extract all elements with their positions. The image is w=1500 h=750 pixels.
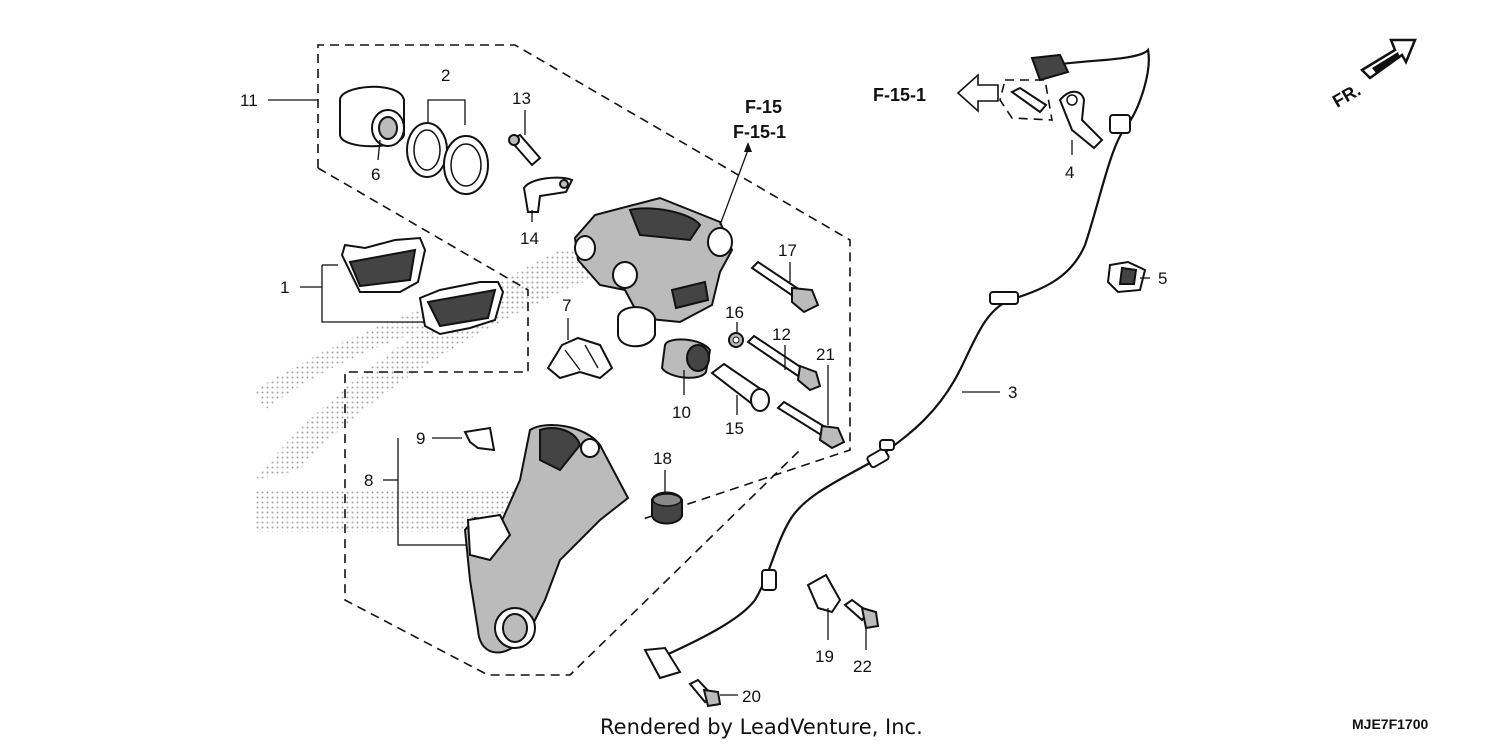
reference-f-15: F-15	[745, 97, 782, 117]
leader-lines	[377, 110, 1150, 696]
bleeder-cap	[522, 176, 574, 213]
bolt-20	[688, 678, 722, 708]
piston-seals	[406, 122, 489, 195]
pin-boot	[660, 338, 712, 379]
harness-clamp	[1106, 260, 1147, 294]
bleeder-screw	[508, 133, 542, 167]
callout-6: 6	[371, 165, 380, 184]
caliper-bolt-17	[750, 260, 820, 314]
callout-21: 21	[816, 345, 835, 364]
brake-pads	[340, 236, 505, 336]
callout-10: 10	[672, 403, 691, 422]
callout-1: 1	[280, 278, 289, 297]
callout-2: 2	[441, 66, 450, 85]
callout-20: 20	[742, 687, 761, 706]
speed-sensor-harness	[643, 47, 1150, 680]
caliper-bracket	[463, 424, 630, 654]
callout-19: 19	[815, 647, 834, 666]
callout-13: 13	[512, 89, 531, 108]
pad-retainer	[463, 426, 496, 452]
washer	[728, 332, 744, 348]
callout-7: 7	[562, 296, 571, 315]
caliper-bolt-21	[776, 400, 846, 450]
callout-12: 12	[772, 325, 791, 344]
front-direction-label: FR.	[1329, 80, 1364, 112]
callout-5: 5	[1158, 269, 1167, 288]
callout-14: 14	[520, 229, 539, 248]
callout-9: 9	[416, 429, 425, 448]
reference-arrow-f-15-1	[956, 73, 999, 113]
callout-17: 17	[778, 241, 797, 260]
callout-11: 11	[240, 91, 258, 110]
render-credit: Rendered by LeadVenture, Inc.	[600, 715, 923, 739]
reference-f-15-1-caliper: F-15-1	[733, 122, 786, 142]
callout-15: 15	[725, 419, 744, 438]
diagram-code: MJE7F1700	[1352, 716, 1428, 732]
callout-18: 18	[653, 449, 672, 468]
reference-f-15-1-sensor: F-15-1	[873, 85, 926, 105]
slide-pin	[746, 334, 822, 392]
callout-4: 4	[1065, 163, 1074, 182]
collar	[710, 362, 770, 412]
caliper-body	[573, 196, 734, 348]
callout-22: 22	[853, 657, 872, 676]
pad-spring	[546, 336, 614, 380]
bolt-22	[843, 598, 880, 630]
bracket-rubber	[651, 491, 683, 525]
callout-numbers: 1 2 3 4 5 6 7 8 9 10 11 12 13 14 15 16 1…	[240, 66, 1167, 706]
front-direction-arrow-icon	[1359, 38, 1417, 80]
callout-3: 3	[1008, 383, 1017, 402]
callout-16: 16	[725, 303, 744, 322]
group-brackets	[268, 99, 470, 546]
clamp-stay	[806, 573, 842, 614]
sensor-stay	[999, 79, 1104, 150]
caliper-assembly-outline	[317, 44, 851, 676]
callout-8: 8	[364, 471, 373, 490]
piston	[339, 85, 405, 148]
